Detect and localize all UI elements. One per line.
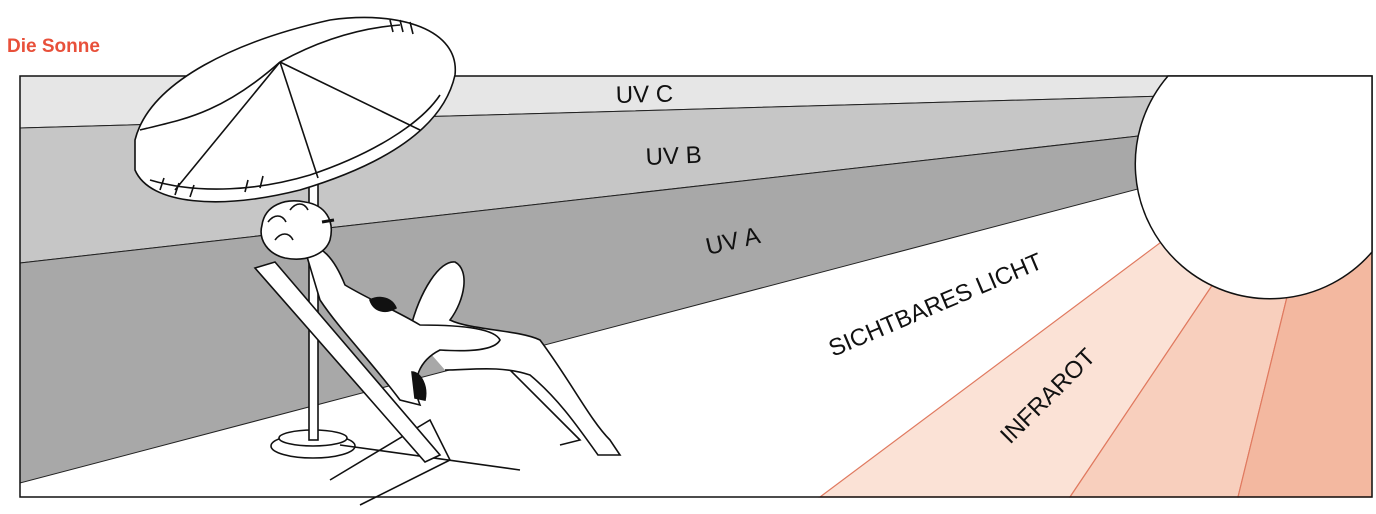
person-in-deck-chair [253, 200, 622, 506]
sun [1134, 75, 1373, 300]
scene-frame [19, 75, 1373, 498]
visible-light-label: SICHTBARES LICHT [825, 248, 1047, 363]
umbrella-canopy [134, 16, 456, 203]
page-title: Die Sonne [7, 36, 100, 57]
uvc-label: UV C [615, 81, 673, 109]
uvb-label: UV B [645, 142, 702, 171]
